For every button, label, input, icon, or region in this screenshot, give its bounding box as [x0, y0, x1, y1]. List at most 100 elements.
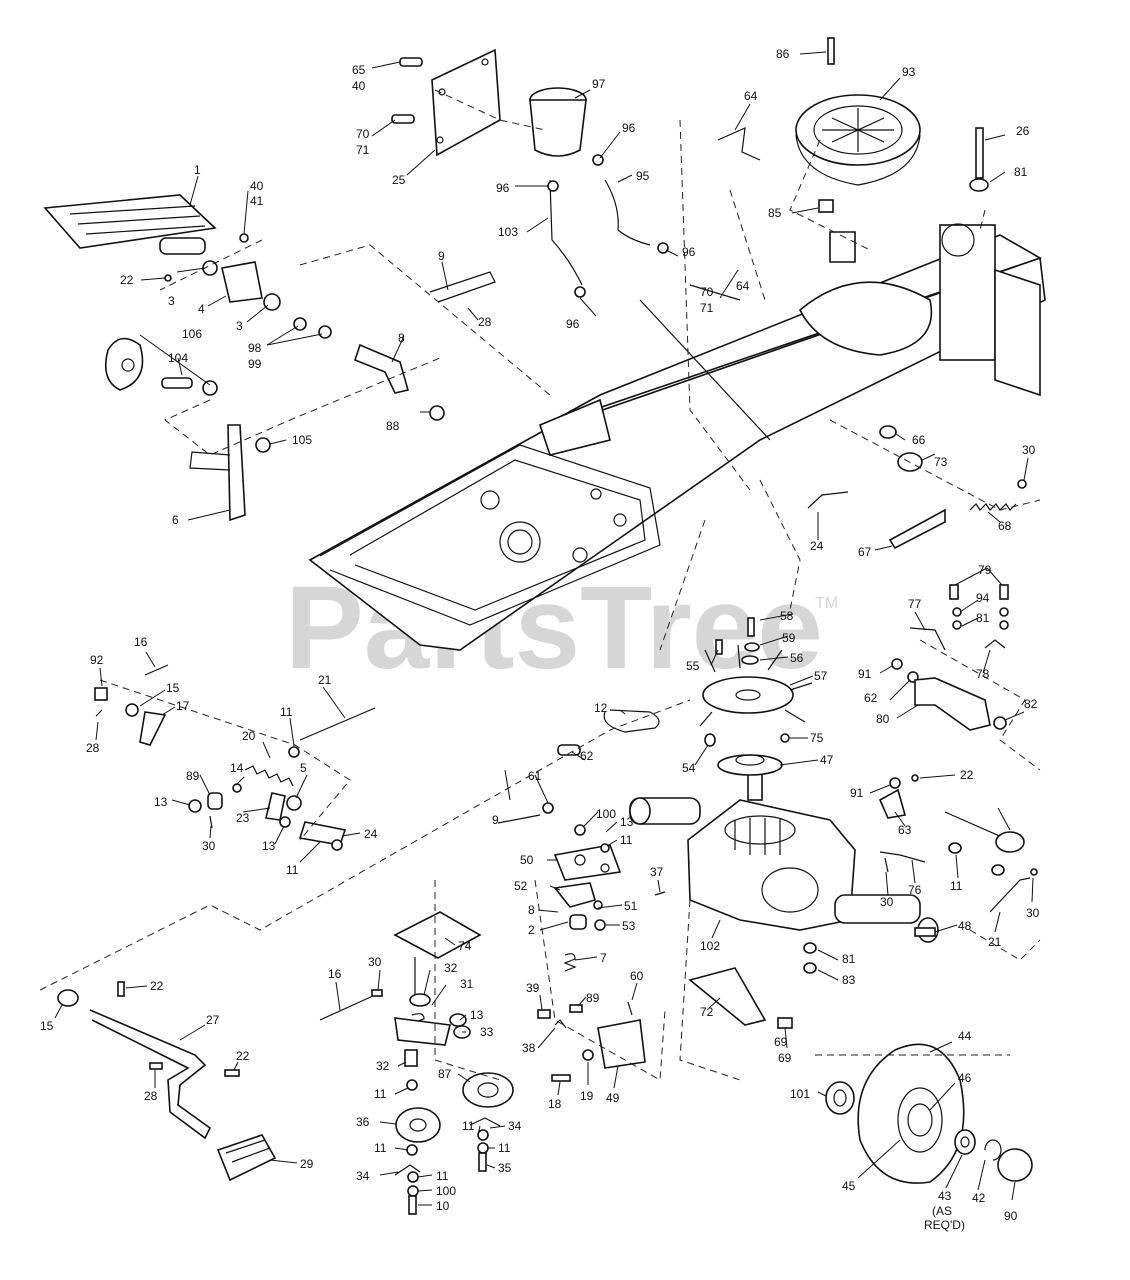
- control-bracket-assembly: [497, 744, 666, 1082]
- callout-11: 11: [374, 1087, 387, 1101]
- callout-16: 16: [134, 635, 148, 649]
- pedal-arm-assembly: [57, 981, 277, 1182]
- callout-13: 13: [154, 795, 168, 809]
- callout-91: 91: [850, 786, 864, 800]
- callout-22: 22: [150, 979, 164, 993]
- callout-30: 30: [880, 895, 894, 909]
- callout-61: 61: [528, 769, 542, 783]
- callout-48: 48: [958, 919, 972, 933]
- callout-76: 76: [908, 883, 922, 897]
- callout-90: 90: [1004, 1209, 1018, 1223]
- callout-60: 60: [630, 969, 644, 983]
- callout-45: 45: [842, 1179, 856, 1193]
- callout-96: 96: [622, 121, 636, 135]
- callout-40: 40: [352, 79, 366, 93]
- callout-43: 43: [938, 1189, 952, 1203]
- callout-42: 42: [972, 1191, 986, 1205]
- callout-11: 11: [374, 1141, 387, 1155]
- callout-30: 30: [1022, 443, 1036, 457]
- callout-8: 8: [398, 331, 405, 345]
- callout-4: 4: [198, 302, 205, 316]
- callout-81: 81: [1014, 165, 1028, 179]
- callout-46: 46: [958, 1071, 972, 1085]
- callout-17: 17: [176, 699, 190, 713]
- callout-13: 13: [470, 1008, 484, 1022]
- callout-94: 94: [976, 591, 990, 605]
- foot-pedal-assembly: [43, 194, 496, 522]
- callout-24: 24: [810, 539, 824, 553]
- callout-102: 102: [700, 939, 720, 953]
- callout-75: 75: [810, 731, 824, 745]
- callout-77: 77: [908, 597, 922, 611]
- callout-30: 30: [202, 839, 216, 853]
- callout-19: 19: [580, 1089, 594, 1103]
- callout-34: 34: [356, 1169, 370, 1183]
- callout-22: 22: [120, 273, 134, 287]
- callout-11: 11: [280, 705, 293, 719]
- callout-105: 105: [292, 433, 312, 447]
- callout-69: 69: [778, 1051, 792, 1065]
- callout-37: 37: [650, 865, 664, 879]
- callout-20: 20: [242, 729, 256, 743]
- callout-64: 64: [744, 89, 758, 103]
- callout-92: 92: [90, 653, 104, 667]
- callout-56: 56: [790, 651, 804, 665]
- callout-83: 83: [842, 973, 856, 987]
- callout-32: 32: [376, 1059, 390, 1073]
- callout-52: 52: [514, 879, 528, 893]
- callout-71: 71: [700, 301, 714, 315]
- callout-89: 89: [586, 991, 600, 1005]
- callout-12: 12: [594, 701, 608, 715]
- callout-71: 71: [356, 143, 370, 157]
- callout-26: 26: [1016, 124, 1030, 138]
- callout-13: 13: [620, 815, 634, 829]
- callout-54: 54: [682, 761, 696, 775]
- callout-81: 81: [842, 952, 856, 966]
- callout-70: 70: [356, 127, 370, 141]
- callout-16: 16: [328, 967, 342, 981]
- callout-7: 7: [600, 951, 607, 965]
- callout-11: 11: [436, 1169, 449, 1183]
- callout-22: 22: [236, 1049, 250, 1063]
- callout-40: 40: [250, 179, 264, 193]
- callout-96: 96: [682, 245, 696, 259]
- callout-66: 66: [912, 433, 926, 447]
- assembly-lines: [39, 89, 1041, 1081]
- callout-43-note: REQ'D): [924, 1218, 965, 1232]
- callout-78: 78: [976, 667, 990, 681]
- watermark-tm: TM: [815, 595, 838, 612]
- callout-85: 85: [768, 206, 782, 220]
- callout-63: 63: [898, 823, 912, 837]
- screen-assembly: [717, 37, 989, 213]
- callout-3: 3: [236, 319, 243, 333]
- callout-103: 103: [498, 225, 518, 239]
- wheel-assembly: [825, 1043, 1033, 1184]
- callout-32: 32: [444, 961, 458, 975]
- idler-pulley-assembly: [319, 911, 514, 1215]
- callout-53: 53: [622, 919, 636, 933]
- callout-86: 86: [776, 47, 790, 61]
- callout-80: 80: [876, 712, 890, 726]
- callout-1: 1: [194, 163, 201, 177]
- callout-62: 62: [864, 691, 878, 705]
- linkage-left: [94, 664, 376, 851]
- callout-14: 14: [230, 761, 244, 775]
- callout-15: 15: [40, 1019, 54, 1033]
- callout-68: 68: [998, 519, 1012, 533]
- callout-79: 79: [978, 563, 992, 577]
- callout-15: 15: [166, 681, 180, 695]
- callout-28: 28: [144, 1089, 158, 1103]
- callout-38: 38: [522, 1041, 536, 1055]
- callout-28: 28: [478, 315, 492, 329]
- callout-101: 101: [790, 1087, 810, 1101]
- callout-28: 28: [86, 741, 100, 755]
- callout-100: 100: [596, 807, 616, 821]
- callout-64: 64: [736, 279, 750, 293]
- callout-27: 27: [206, 1013, 220, 1027]
- callout-29: 29: [300, 1157, 314, 1171]
- callout-33: 33: [480, 1025, 494, 1039]
- callout-41: 41: [250, 194, 264, 208]
- callout-73: 73: [934, 455, 948, 469]
- callout-24: 24: [364, 827, 378, 841]
